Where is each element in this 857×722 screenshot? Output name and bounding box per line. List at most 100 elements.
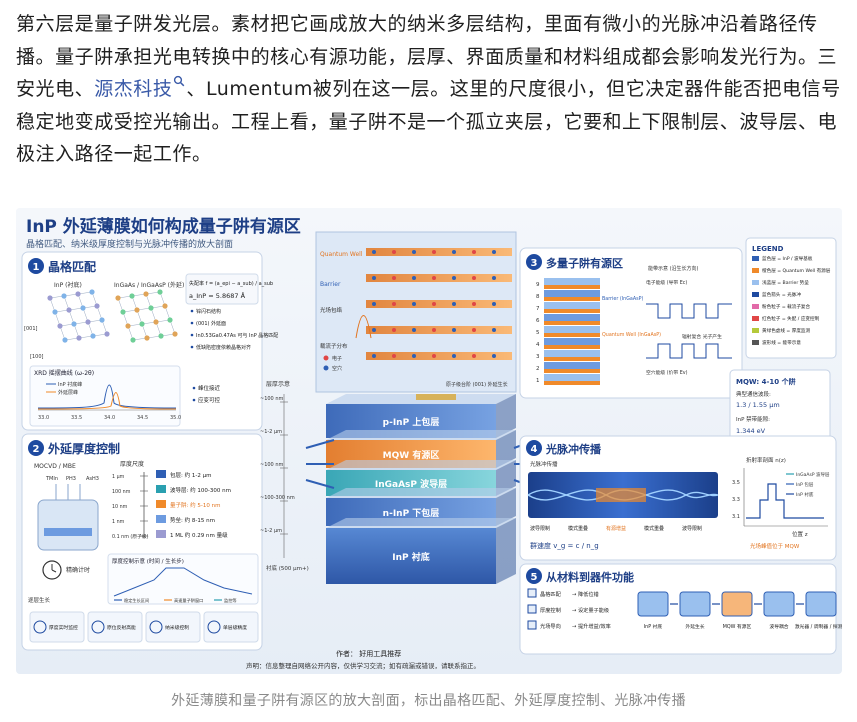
- gap-value: 1.344 eV: [736, 427, 766, 435]
- legend-item: 红色粒子 = 失配 / 应变控制: [762, 315, 820, 322]
- qw-material: Quantum Well (InGaAsP): [602, 332, 661, 338]
- article-text-1: 第六层是量子阱发光层。素材把它画成放大的纳米多层结构，里面有微小的光脉冲沿着路径…: [16, 13, 838, 100]
- mqw-barrier: [544, 314, 600, 321]
- carrier-particle: [472, 302, 476, 306]
- atom: [75, 291, 81, 297]
- substrate-depth: 衬底 (500 μm+): [266, 564, 309, 572]
- radiative-label: 辐射复合 光子产生: [682, 333, 722, 340]
- legend-swatch: [752, 304, 759, 309]
- section-5-title: 从材料到器件功能: [546, 570, 634, 584]
- atom: [80, 305, 86, 311]
- center-stack: Quantum Well Barrier 光场包络 载流子分布 电子 空穴 原子…: [260, 231, 537, 584]
- atom: [134, 307, 140, 313]
- stack-layer-label: InGaAsP 波导层: [375, 478, 447, 490]
- function-result: → 设定量子能级: [572, 606, 609, 614]
- atom: [52, 309, 58, 315]
- atom: [162, 303, 168, 309]
- atom: [125, 323, 131, 329]
- infographic-figure: InP 外延薄膜如何构成量子阱有源区 晶格匹配、纳米级厚度控制与光脉冲传播的放大…: [16, 208, 842, 674]
- mqw-well: [544, 345, 600, 349]
- atom: [104, 331, 110, 337]
- mqw-well: [544, 357, 600, 361]
- function-check: 晶格匹配: [540, 590, 562, 598]
- bullet-dot: [192, 398, 196, 402]
- carrier-particle: [372, 302, 376, 306]
- mqw-well: [544, 297, 600, 301]
- mqw-barrier: [544, 362, 600, 369]
- section-3-number: 3: [531, 258, 538, 269]
- mqw-well: [544, 333, 600, 337]
- bullet-dot: [190, 345, 194, 349]
- xrd-note: 应变可控: [198, 396, 221, 404]
- flow-step-label: 激光器 / 调制器 / 探测器: [795, 623, 842, 630]
- monitor-icon-box: [87, 611, 143, 643]
- monitoring-icons: 厚度实时监控原位反射高能纳米级控制单层级精度: [29, 611, 259, 643]
- atom: [129, 293, 135, 299]
- layer-swatch: [156, 485, 166, 493]
- carrier-particle: [372, 328, 376, 332]
- carrier-particle: [452, 276, 456, 280]
- layer-swatch: [156, 515, 166, 523]
- mqw-well-index: 3: [536, 354, 540, 360]
- optical-envelope-label: 光场包络: [320, 306, 343, 314]
- band-title: 能带示意 (沿生长方向): [648, 265, 699, 272]
- mqw-barrier: [544, 326, 600, 333]
- xrd-title: XRD 摇摆曲线 (ω-2θ): [34, 369, 94, 377]
- carrier-particle: [392, 250, 396, 254]
- barrier-label: Barrier: [320, 281, 341, 288]
- mqw-well-index: 1: [536, 378, 540, 384]
- layer-side: [496, 460, 516, 496]
- index-legend-item: InP 包层: [796, 481, 814, 488]
- pulse-label: 模式重叠: [568, 525, 588, 532]
- atom: [61, 293, 67, 299]
- carrier-particle: [392, 302, 396, 306]
- monitor-icon: [91, 620, 105, 634]
- quantum-well-detail: [355, 248, 512, 360]
- carrier-particle: [412, 328, 416, 332]
- carrier-particle: [432, 250, 436, 254]
- legend-swatch: [752, 268, 759, 273]
- flow-step-icon: [805, 591, 837, 617]
- depth-label: ~1-2 μm: [260, 429, 282, 435]
- stack-layer-label: n-InP 下包层: [383, 507, 440, 519]
- scale-label: 1 μm: [112, 474, 125, 480]
- mqw-well: [544, 321, 600, 325]
- company-link[interactable]: 源杰科技: [94, 78, 173, 100]
- layer-top: [326, 460, 516, 470]
- electrode: [416, 394, 456, 400]
- section-2-number: 2: [33, 444, 40, 455]
- pulse-labels: 波导限制模式重叠有源增益模式重叠波导限制: [530, 525, 702, 532]
- layer-thickness: 势垒: 约 8-15 nm: [170, 516, 215, 524]
- lattice-bullet: 锌闪石结构: [196, 308, 221, 315]
- layer-thickness: 量子阱: 约 5-10 nm: [170, 501, 220, 509]
- figure-title: InP 外延薄膜如何构成量子阱有源区: [26, 216, 301, 237]
- index-legend-item: InP 衬底: [796, 491, 814, 498]
- layer-top: [326, 518, 516, 528]
- well-layer: [366, 300, 512, 308]
- index-tick: 3.3: [732, 497, 740, 503]
- search-icon[interactable]: [173, 75, 185, 87]
- mode-peak-note: 光场峰值位于 MQW: [750, 542, 800, 550]
- legend-swatch: [752, 292, 759, 297]
- pulse-sub: 光脉冲传播: [530, 460, 558, 468]
- atom: [94, 303, 100, 309]
- carrier-particle: [372, 276, 376, 280]
- carrier-particle: [472, 328, 476, 332]
- index-ticks: 3.53.33.1: [732, 480, 740, 520]
- inp-lattice: [47, 289, 110, 343]
- section-lattice-match: 1 晶格匹配 InP (衬底) InGaAs / InGaAsP (外延) [0…: [21, 251, 278, 431]
- scale-label: 1 nm: [112, 519, 125, 525]
- band-value: 1.3 / 1.55 μm: [736, 401, 780, 409]
- quantum-well-label: Quantum Well: [320, 251, 363, 258]
- article-text-2: 、Lumentum被列在这一层。这里的尺度很小，但它决定器件能否把电信号稳定地变…: [16, 78, 841, 165]
- atom: [120, 309, 126, 315]
- well-layer: [366, 326, 512, 334]
- atom: [62, 337, 68, 343]
- xrd-legend-inp: InP 衬底峰: [58, 381, 82, 388]
